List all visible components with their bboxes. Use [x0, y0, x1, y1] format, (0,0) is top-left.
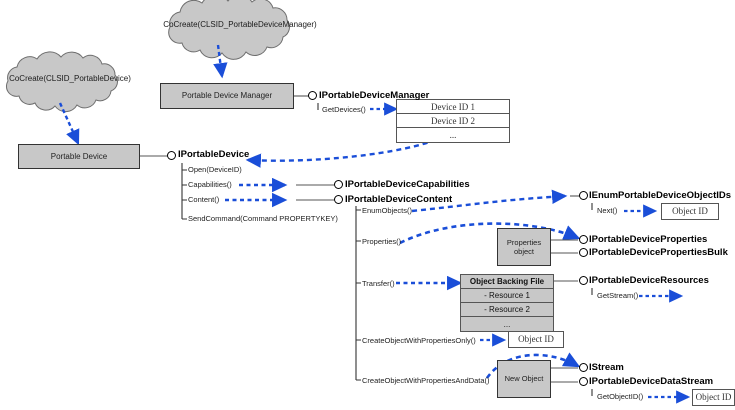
- lollipop-istream[interactable]: [579, 363, 588, 372]
- arrow-cocreate-device-to-pd: [58, 102, 80, 146]
- lollipop-iportabledevicecontent[interactable]: [334, 195, 343, 204]
- object-portable-device[interactable]: Portable Device: [18, 144, 140, 169]
- method-content[interactable]: Content(): [188, 195, 220, 204]
- interface-iportabledeviceresources[interactable]: IPortableDeviceResources: [589, 275, 709, 286]
- cloud-cocreate-manager-shape: [168, 0, 290, 60]
- lollipop-iportabledevicemanager[interactable]: [308, 91, 317, 100]
- method-getobjectid[interactable]: GetObjectID(): [597, 392, 644, 401]
- method-enumobjects[interactable]: EnumObjects(): [362, 206, 413, 215]
- value-box-object-id-next[interactable]: Object ID: [661, 203, 719, 220]
- object-properties-object[interactable]: Properties object: [497, 228, 551, 266]
- method-capabilities[interactable]: Capabilities(): [188, 180, 232, 189]
- lollipop-iportabledeviceproperties[interactable]: [579, 235, 588, 244]
- interface-ienumportabledeviceobjectids[interactable]: IEnumPortableDeviceObjectIDs: [589, 190, 732, 201]
- lollipop-iportabledeviceresources[interactable]: [579, 276, 588, 285]
- stack-row[interactable]: - Resource 2: [461, 303, 553, 317]
- stack-row[interactable]: Device ID 2: [397, 114, 509, 128]
- interface-iportabledevicecapabilities[interactable]: IPortableDeviceCapabilities: [345, 179, 470, 190]
- stack-device-id-list[interactable]: Device ID 1 Device ID 2 ...: [396, 99, 510, 143]
- object-new-object[interactable]: New Object: [497, 360, 551, 398]
- value-box-object-id-create-props-only[interactable]: Object ID: [508, 331, 564, 348]
- method-getstream[interactable]: GetStream(): [597, 291, 639, 300]
- method-getdevices[interactable]: GetDevices(): [322, 105, 366, 114]
- cloud-cocreate-manager-label: CoCreate(CLSID_PortableDeviceManager): [163, 20, 317, 29]
- interface-iportabledevice[interactable]: IPortableDevice: [178, 149, 250, 160]
- arrow-properties: [399, 222, 581, 245]
- arrow-cocreate-manager-to-pdm: [213, 44, 228, 79]
- method-open[interactable]: Open(DeviceID): [188, 165, 242, 174]
- object-portable-device-manager[interactable]: Portable Device Manager: [160, 83, 294, 109]
- value-box-object-id-getobjectid[interactable]: Object ID: [692, 389, 735, 406]
- stack-header: Object Backing File: [461, 275, 553, 289]
- stack-row[interactable]: ...: [461, 317, 553, 331]
- method-createobjectwithpropertiesanddata[interactable]: CreateObjectWithPropertiesAndData(): [362, 376, 490, 385]
- interface-iportabledevicecontent[interactable]: IPortableDeviceContent: [345, 194, 453, 205]
- stack-row[interactable]: Device ID 1: [397, 100, 509, 114]
- interface-istream[interactable]: IStream: [589, 362, 624, 373]
- stack-row[interactable]: - Resource 1: [461, 289, 553, 303]
- lollipop-iportabledevicepropertiesbulk[interactable]: [579, 248, 588, 257]
- lollipop-iportabledevicedatastream[interactable]: [579, 377, 588, 386]
- method-sendcommand[interactable]: SendCommand(Command PROPERTYKEY): [188, 214, 338, 223]
- lollipop-iportabledevicecapabilities[interactable]: [334, 180, 343, 189]
- interface-iportabledevicedatastream[interactable]: IPortableDeviceDataStream: [589, 376, 714, 387]
- stack-row[interactable]: ...: [449, 130, 457, 140]
- method-next[interactable]: Next(): [597, 206, 618, 215]
- interface-iportabledevicepropertiesbulk[interactable]: IPortableDevicePropertiesBulk: [589, 247, 728, 258]
- cloud-cocreate-device-label: CoCreate(CLSID_PortableDevice): [9, 74, 131, 83]
- method-createobjectwithpropertiesonly[interactable]: CreateObjectWithPropertiesOnly(): [362, 336, 476, 345]
- stack-object-backing-file[interactable]: Object Backing File - Resource 1 - Resou…: [460, 274, 554, 332]
- interface-iportabledevicemanager[interactable]: IPortableDeviceManager: [319, 90, 430, 101]
- lollipop-iportabledevice[interactable]: [167, 151, 176, 160]
- lollipop-ienumportabledeviceobjectids[interactable]: [579, 191, 588, 200]
- method-transfer[interactable]: Transfer(): [362, 279, 395, 288]
- interface-iportabledeviceproperties[interactable]: IPortableDeviceProperties: [589, 234, 708, 245]
- method-properties[interactable]: Properties(): [362, 237, 402, 246]
